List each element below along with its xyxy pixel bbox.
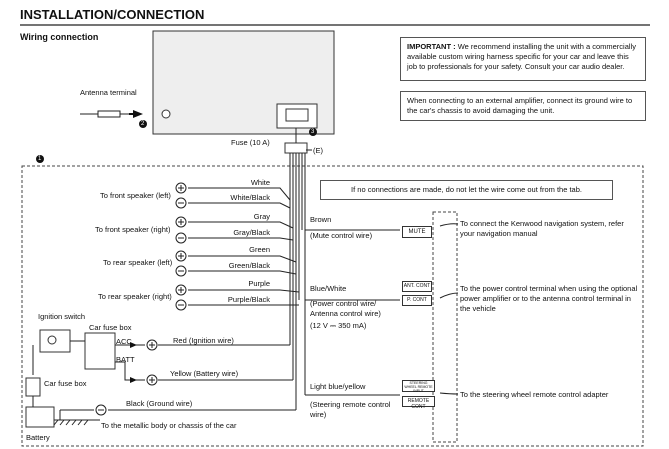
ant-cont-tag: ANT. CONT: [402, 281, 432, 292]
mute-wire-desc: (Mute control wire): [310, 231, 373, 240]
wire-white-black: White/Black: [230, 193, 270, 202]
power-control-note: To the power control terminal when using…: [460, 284, 638, 314]
power-control-rating: (12 V ⎓ 350 mA): [310, 321, 367, 330]
wire-purple-black: Purple/Black: [227, 295, 270, 304]
speaker-rear-left-label: To rear speaker (left): [103, 258, 173, 267]
car-fuse-box-label: Car fuse box: [89, 323, 132, 332]
batt-label: BATT: [116, 355, 135, 364]
fuse-label: Fuse (10 A): [231, 138, 270, 147]
light-blue-yellow-wire-label: Light blue/yellow: [310, 382, 366, 391]
blue-white-wire-label: Blue/White: [310, 284, 347, 293]
wire-white: White: [250, 178, 270, 187]
wire-green-black: Green/Black: [228, 261, 270, 270]
important-text: We recommend installing the unit with a …: [407, 42, 636, 72]
section-title: Wiring connection: [20, 32, 99, 42]
steering-remote-tag: STEERING WHEEL REMOTE INPUT: [402, 380, 435, 393]
yellow-wire-label: Yellow (Battery wire): [170, 369, 239, 378]
ignition-switch-label: Ignition switch: [38, 312, 86, 321]
speaker-front-left-label: To front speaker (left): [100, 191, 171, 200]
steering-remote-desc: (Steering remote control wire): [310, 400, 391, 419]
p-cont-tag: P. CONT: [402, 295, 432, 306]
battery-label: Battery: [26, 433, 50, 442]
mute-tag: MUTE: [402, 226, 432, 238]
no-connection-note: If no connections are made, do not let t…: [320, 180, 613, 200]
car-fuse-box-2-label: Car fuse box: [44, 379, 87, 388]
important-note: IMPORTANT : We recommend installing the …: [400, 37, 646, 81]
marker-3: 3: [311, 129, 315, 135]
marker-2: 2: [141, 121, 145, 127]
antenna-terminal-label: Antenna terminal: [80, 88, 137, 97]
marker-1: 1: [38, 156, 42, 162]
page-title: INSTALLATION/CONNECTION: [20, 7, 205, 22]
wire-gray: Gray: [253, 212, 270, 221]
important-label: IMPORTANT :: [407, 42, 456, 51]
power-control-desc: (Power control wire/ Antenna control wir…: [310, 299, 381, 318]
mute-note: To connect the Kenwood navigation system…: [460, 219, 624, 239]
wire-gray-black: Gray/Black: [233, 228, 270, 237]
black-wire-label: Black (Ground wire): [126, 399, 193, 408]
amplifier-note: When connecting to an external amplifier…: [400, 91, 646, 121]
wire-green: Green: [249, 245, 270, 254]
brown-wire-label: Brown: [310, 215, 332, 224]
e-label: (E): [313, 146, 323, 155]
steering-remote-note: To the steering wheel remote control ada…: [460, 390, 609, 399]
speaker-rear-right-label: To rear speaker (right): [98, 292, 172, 301]
wire-purple: Purple: [248, 279, 270, 288]
red-wire-label: Red (Ignition wire): [173, 336, 234, 345]
chassis-label: To the metallic body or chassis of the c…: [101, 421, 237, 430]
remote-cont-tag: REMOTE CONT: [402, 396, 435, 409]
speaker-front-right-label: To front speaker (right): [95, 225, 171, 234]
acc-label: ACC: [116, 337, 132, 346]
